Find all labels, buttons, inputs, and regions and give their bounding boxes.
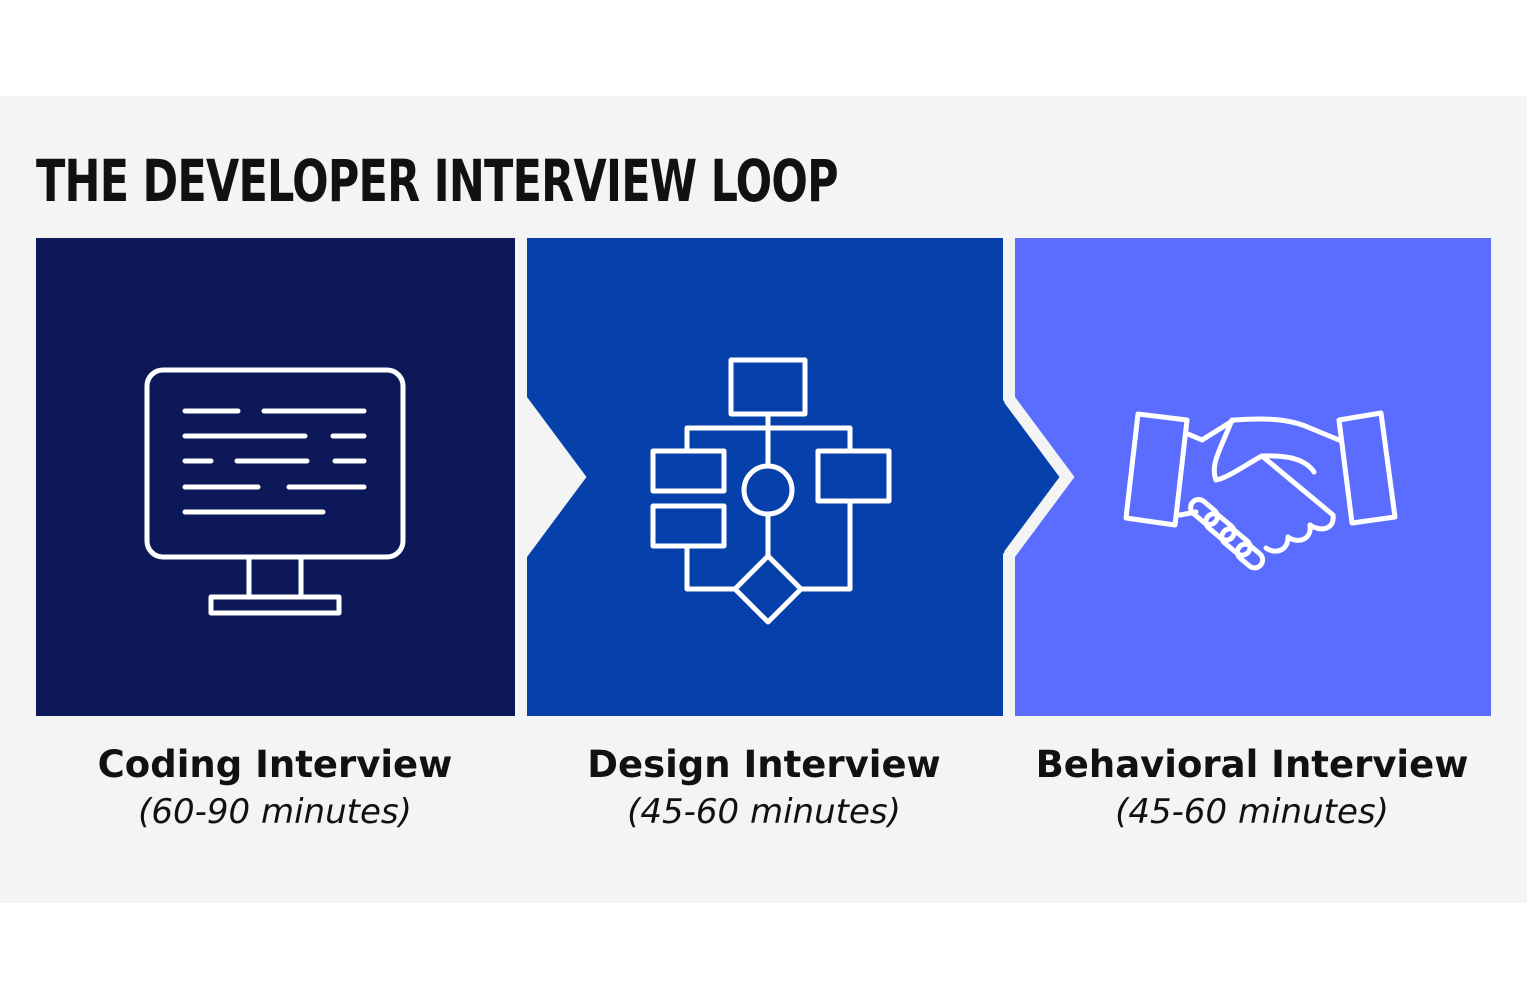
stage-duration: (45-60 minutes): [627, 792, 901, 832]
stage-duration: (60-90 minutes): [138, 792, 412, 832]
chevron-arrow-icon: [516, 395, 587, 559]
chevron-arrow-icon: [1004, 395, 1075, 559]
stage-caption-behavioral: Behavioral Interview (45-60 minutes): [1013, 740, 1491, 834]
stage-block-coding: [36, 238, 515, 716]
stage-block-behavioral: [1015, 238, 1491, 716]
stage-name: Design Interview: [587, 743, 941, 786]
stage-name: Behavioral Interview: [1035, 743, 1469, 786]
flowchart-icon: [650, 357, 892, 625]
handshake-icon: [1123, 410, 1398, 571]
stage-caption-coding: Coding Interview (60-90 minutes): [36, 740, 514, 834]
monitor-code-icon: [144, 367, 406, 616]
page-title: THE DEVELOPER INTERVIEW LOOP: [36, 147, 839, 215]
stage-caption-design: Design Interview (45-60 minutes): [525, 740, 1003, 834]
stage-block-design: [527, 238, 1065, 716]
stage-duration: (45-60 minutes): [1115, 792, 1389, 832]
stage-name: Coding Interview: [97, 743, 453, 786]
